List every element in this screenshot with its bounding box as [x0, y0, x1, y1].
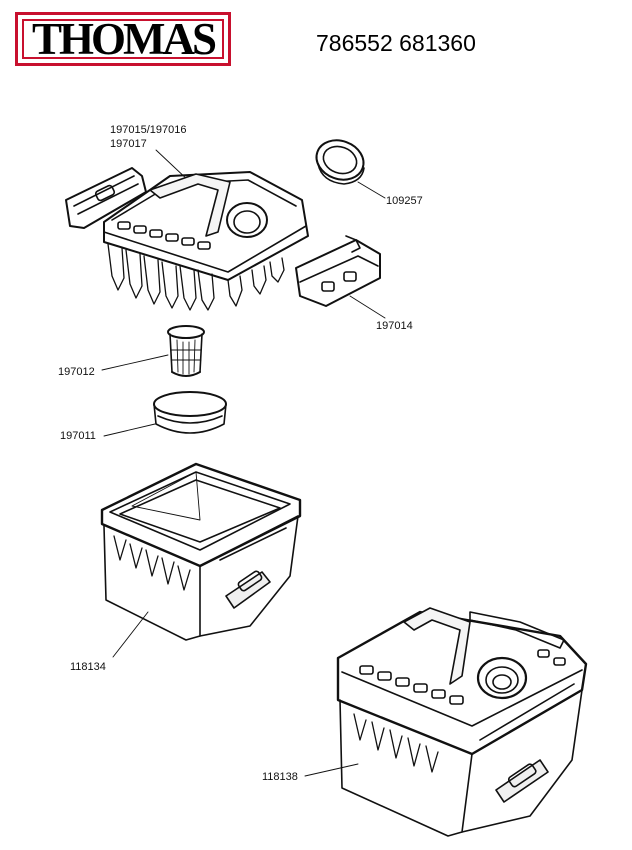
part-label-109257: 109257	[386, 195, 423, 207]
leader-lines	[101, 149, 386, 777]
leader-109257	[357, 181, 386, 199]
part-label-197011: 197011	[60, 430, 96, 442]
leader-197017	[155, 149, 191, 183]
part-label-197012: 197012	[58, 366, 95, 378]
part-label-118138: 118138	[262, 771, 298, 783]
ring-holder-part	[153, 391, 227, 434]
document-code: 786552 681360	[316, 30, 476, 56]
leader-118138	[304, 763, 359, 777]
leader-197014	[349, 295, 386, 319]
brand-logo-frame	[22, 19, 224, 59]
brand-logo: THOMAS	[15, 12, 231, 66]
complete-assembly-part	[336, 607, 588, 837]
leader-118134	[112, 611, 149, 658]
leader-197011	[103, 423, 156, 437]
cylinder-filter-part	[167, 325, 205, 377]
part-label-197015-197016: 197015/197016	[110, 124, 187, 136]
part-label-197014: 197014	[376, 320, 413, 332]
dust-container-part	[100, 462, 302, 641]
brand-logo-text: THOMAS	[31, 14, 217, 64]
part-label-118134: 118134	[70, 661, 106, 673]
part-label-197017: 197017	[110, 138, 147, 150]
gasket-ring-part	[315, 139, 365, 185]
filter-cassette-part	[65, 167, 309, 311]
leader-197012	[101, 354, 169, 371]
latch-clip-part	[295, 235, 381, 307]
